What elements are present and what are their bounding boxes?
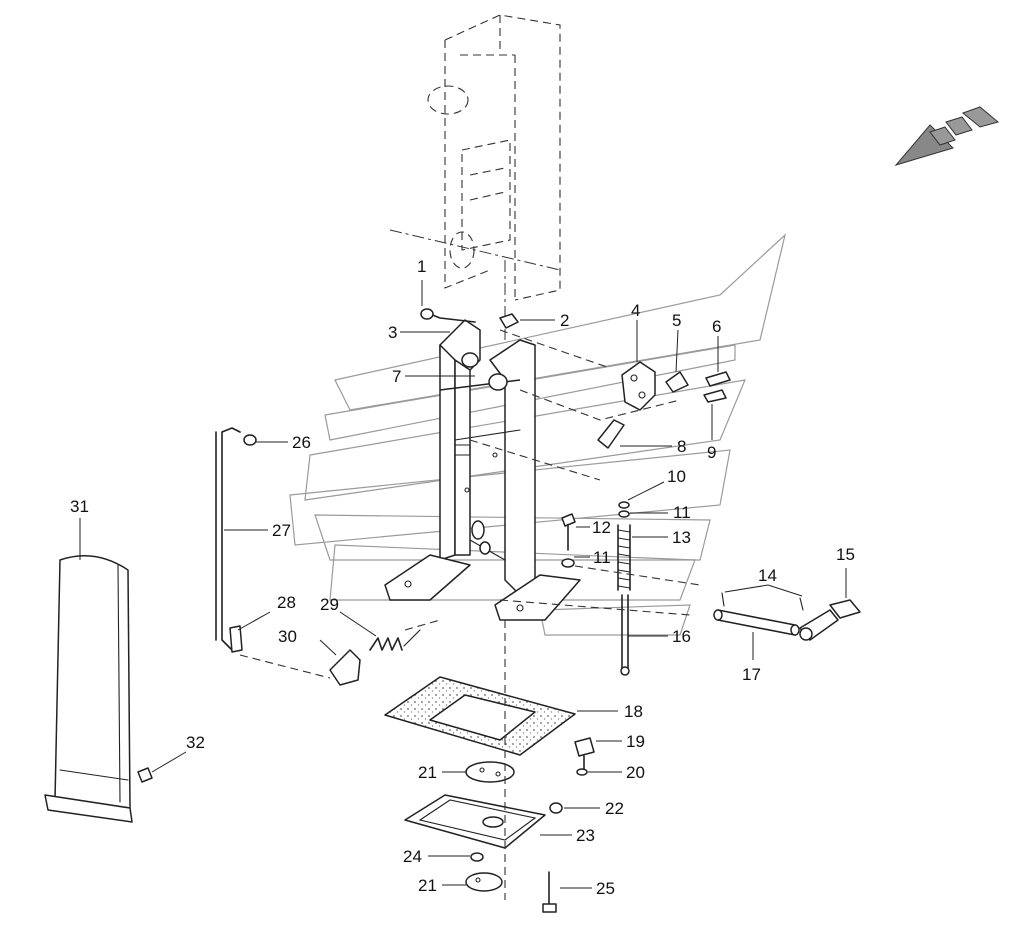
spring-part-29 <box>369 629 421 651</box>
disc-part-21-upper <box>465 761 515 783</box>
background-watermark <box>289 233 787 636</box>
label-part-12: 12 <box>592 518 611 537</box>
bracket-part-5 <box>665 371 689 393</box>
plate-part-23 <box>404 794 546 849</box>
label-part-7: 7 <box>392 367 401 386</box>
label-part-25: 25 <box>596 879 615 898</box>
label-part-28: 28 <box>277 593 296 612</box>
label-part-11-b: 11 <box>593 548 611 567</box>
label-part-13: 13 <box>672 528 691 547</box>
label-part-27: 27 <box>272 521 291 540</box>
bolt-part-12 <box>561 513 576 568</box>
upper-column-phantom <box>389 14 561 340</box>
label-part-2: 2 <box>560 311 569 330</box>
label-part-29: 29 <box>320 595 339 614</box>
label-part-5: 5 <box>672 311 681 330</box>
front-direction-arrow-icon <box>894 106 1000 166</box>
leader-lines <box>79 280 847 889</box>
label-part-18: 18 <box>624 702 643 721</box>
label-part-4: 4 <box>631 301 640 320</box>
label-part-22: 22 <box>605 799 624 818</box>
label-part-9: 9 <box>707 443 716 462</box>
bolt-part-1 <box>420 308 476 323</box>
bolt-part-19 <box>574 737 595 771</box>
label-part-20: 20 <box>626 763 645 782</box>
washer-part-22 <box>549 802 563 814</box>
label-part-19: 19 <box>626 732 645 751</box>
spring-rod-assembly <box>617 501 631 676</box>
bolt-part-32 <box>137 767 153 783</box>
label-part-21-b: 21 <box>418 876 437 895</box>
label-part-14: 14 <box>758 566 777 585</box>
label-part-6: 6 <box>712 317 721 336</box>
pedal-bracket <box>384 319 581 621</box>
label-part-24: 24 <box>403 847 422 866</box>
label-part-26: 26 <box>292 433 311 452</box>
bolts-part-6 <box>703 371 731 403</box>
label-part-10: 10 <box>667 467 686 486</box>
label-part-21: 21 <box>418 763 437 782</box>
label-part-32: 32 <box>186 733 205 752</box>
label-part-15: 15 <box>836 545 855 564</box>
clips-part-14 <box>721 592 804 611</box>
disc-part-21-lower <box>465 872 503 892</box>
label-part-23: 23 <box>576 826 595 845</box>
label-part-8: 8 <box>677 437 686 456</box>
label-part-17: 17 <box>742 665 761 684</box>
washer-part-24 <box>470 852 484 862</box>
label-part-30: 30 <box>278 627 297 646</box>
block-part-8 <box>597 419 625 449</box>
label-part-3: 3 <box>388 323 397 342</box>
label-part-16: 16 <box>672 627 691 646</box>
pedal-part-31 <box>44 555 133 823</box>
washer-part-20 <box>576 768 588 776</box>
plate-part-18 <box>384 676 576 756</box>
label-part-1: 1 <box>417 257 426 276</box>
label-part-11: 11 <box>673 503 691 522</box>
bolt-part-25 <box>542 871 557 913</box>
assembly-lines <box>239 329 701 900</box>
clip-part-26 <box>243 434 257 446</box>
nut-part-2 <box>499 313 519 329</box>
rod-part-27 <box>215 427 241 651</box>
bracket-part-30 <box>329 649 361 686</box>
pin-part-17 <box>713 609 800 636</box>
cam-plate-part-4 <box>621 361 656 411</box>
label-part-31: 31 <box>70 497 89 516</box>
lever-part-15 <box>799 599 861 641</box>
clip-part-28 <box>229 625 243 653</box>
part-number-labels: 1 2 3 4 5 6 7 8 9 10 11 11 12 13 14 15 1… <box>70 257 855 898</box>
